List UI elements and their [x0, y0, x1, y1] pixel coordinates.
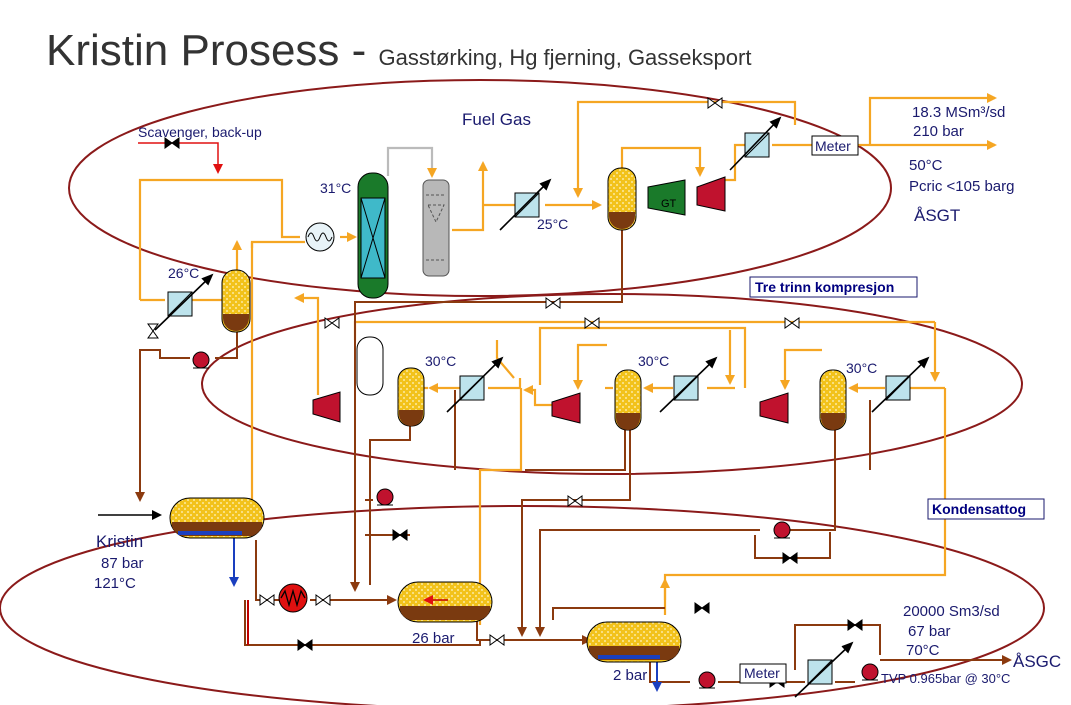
meter-gas-export-label: Meter [815, 138, 851, 154]
export-pressure-label: 210 bar [913, 123, 964, 140]
export-flow-label: 18.3 MSm³/sd [912, 104, 1005, 121]
cooler-condensate [794, 641, 854, 698]
valve-cond-recycle [694, 602, 710, 614]
cooler-stage1 [446, 356, 504, 413]
tre-trinn-box [749, 276, 918, 298]
scavenger-label: Scavenger, back-up [138, 124, 262, 140]
meter-gas-export: Meter [811, 135, 859, 156]
mercury-filter-column [422, 179, 450, 277]
fuel-gas-label: Fuel Gas [462, 110, 531, 129]
pressure-2bar-label: 2 bar [613, 667, 647, 684]
liquid-heater [278, 583, 308, 613]
scrubber-stage1 [397, 367, 425, 427]
export-pcric-label: Pcric <105 barg [909, 178, 1014, 195]
condensate-flow-label: 20000 Sm3/sd [903, 603, 1000, 620]
kristin-pressure-label: 87 bar [101, 555, 144, 572]
cooler-25c [499, 178, 552, 231]
valve-2bar-in [489, 634, 505, 646]
pump-26c-liquid [192, 351, 210, 369]
asgt-label: ÅSGT [914, 206, 960, 225]
valve-stage2-recycle [584, 317, 600, 329]
gas-turbine-label: GT [661, 198, 677, 210]
page-title: Kristin Prosess - Gasstørking, Hg fjerni… [46, 26, 751, 76]
valve-fuel-recycle [545, 297, 561, 309]
valve-bottom-loop [297, 639, 313, 651]
cooler-stage2 [659, 356, 718, 413]
section-ellipse-compression [201, 293, 1023, 475]
temp-31-label: 31°C [320, 180, 351, 196]
temp-30-stage2-label: 30°C [638, 353, 669, 369]
pump-2bar [698, 671, 716, 689]
valve-cooler-bottom [847, 619, 863, 631]
kondensattog-label: Kondensattog [932, 501, 1026, 517]
liquid-lines [135, 228, 1012, 683]
separator-26c [221, 269, 251, 333]
title-main: Kristin Prosess - [46, 26, 379, 75]
tvp-label: TVP 0.965bar @ 30°C [881, 671, 1010, 686]
empty-scrubber [356, 336, 384, 396]
valve-hx-out [315, 594, 331, 606]
valves [147, 97, 863, 688]
pump-condensate-recycle [773, 521, 791, 539]
cooler-export [729, 116, 782, 171]
labels: Fuel Gas Scavenger, back-up 31°C 26°C 25… [94, 104, 1061, 686]
valve-scavenger [164, 137, 180, 149]
scrubber-stage2 [614, 369, 642, 431]
temp-25-label: 25°C [537, 216, 568, 232]
valve-recycle-top [707, 97, 723, 109]
kristin-temp-label: 121°C [94, 575, 136, 592]
valve-hx-in [259, 594, 275, 606]
compressor-stage3 [759, 392, 789, 424]
temp-30-stage3-label: 30°C [846, 360, 877, 376]
valve-liquid-1 [567, 495, 583, 507]
title-subtitle: Gasstørking, Hg fjerning, Gasseksport [378, 45, 752, 70]
contactor-column [357, 172, 389, 299]
gas-turbine: GT [647, 179, 686, 216]
meter-condensate-label: Meter [744, 665, 780, 681]
separator-fuel-gas [607, 167, 637, 231]
meter-condensate: Meter [739, 663, 787, 684]
asgc-label: ÅSGC [1013, 652, 1061, 671]
temp-30-stage1-label: 30°C [425, 353, 456, 369]
separator-26bar [397, 581, 493, 623]
inlet-separator [169, 497, 265, 539]
pressure-26bar-label: 26 bar [412, 630, 455, 647]
temp-26-label: 26°C [168, 265, 199, 281]
valve-stage1-recycle [324, 317, 340, 329]
valve-pump-recycle [782, 552, 798, 564]
valve-liquid-2 [392, 529, 408, 541]
cooler-stage3 [871, 356, 930, 413]
compressor-stage2 [551, 392, 581, 424]
condensate-pressure-label: 67 bar [908, 623, 951, 640]
cooler-26c [154, 273, 214, 331]
compressor-export [696, 176, 726, 212]
pump-stage1-liquid [376, 488, 394, 506]
section-ellipse-fuel-gas [68, 79, 892, 297]
pump-export-condensate [861, 663, 879, 681]
compressor-stage1 [312, 391, 341, 423]
tre-trinn-label: Tre trinn kompresjon [755, 279, 894, 295]
kondensattog-box [927, 498, 1045, 520]
scrubber-stage3 [819, 369, 847, 431]
fuel-gas-exchanger [305, 222, 335, 252]
valve-stage3-recycle [784, 317, 800, 329]
kristin-label: Kristin [96, 532, 143, 551]
condensate-temp-label: 70°C [906, 642, 940, 659]
separator-2bar [586, 621, 682, 663]
valve-cooler-26 [147, 323, 159, 339]
export-temp-label: 50°C [909, 157, 943, 174]
